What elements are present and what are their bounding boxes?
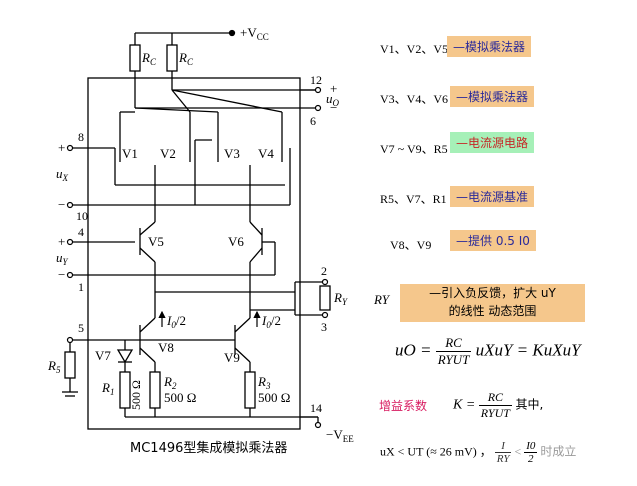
r2-label: R2 (163, 374, 177, 391)
transistor-v1: V1 (122, 146, 138, 161)
gain-denominator: RYUT (480, 406, 510, 420)
condition-numerator: I (494, 440, 512, 453)
r3-value: 500 Ω (258, 390, 290, 405)
pin-1: 1 (78, 280, 84, 294)
formula-rhs: = KuXuY (516, 340, 581, 360)
rc-resistor-right (166, 44, 178, 72)
gain-tail: 其中, (515, 397, 544, 412)
formula-denominator: RYUT (437, 352, 470, 367)
formula-mid: uXuY (475, 340, 513, 360)
transistor-v7: V7 (95, 348, 111, 363)
formula-lhs: uO = (395, 340, 432, 360)
rc-label-right: RC (178, 50, 194, 67)
pin-6: 6 (310, 114, 316, 128)
pin-4: 4 (78, 225, 84, 239)
uo-label: uO (326, 91, 340, 108)
ry-resistor (319, 285, 331, 311)
row-multiplier-a: V1、V2、V5 (380, 40, 448, 57)
note-box: —引入负反馈，扩大 uY 的线性 动态范围 (400, 284, 585, 322)
uo-minus: − (330, 100, 337, 115)
transistor-v5: V5 (148, 234, 164, 249)
r1-label: R1 (101, 380, 114, 397)
uo-plus: + (330, 81, 337, 96)
condition-lt: < (514, 444, 522, 459)
ux-label: uX (56, 166, 69, 183)
pin-8: 8 (78, 130, 84, 144)
pin-5: 5 (78, 321, 84, 335)
row-tag-current-source: —电流源电路 (450, 132, 535, 153)
row-current-supply: V8、V9 (390, 236, 431, 253)
ux-minus: − (58, 197, 65, 212)
transistor-v3: V3 (224, 146, 240, 161)
transistor-v8: V8 (158, 340, 174, 355)
pin-10: 10 (76, 209, 88, 223)
diagram-caption: MC1496型集成模拟乘法器 (130, 441, 288, 456)
transistor-v4: V4 (258, 146, 274, 161)
row-multiplier-b: V3、V4、V6 (380, 90, 448, 107)
pin-3: 3 (321, 320, 327, 334)
condition-fraction-2: I0 2 (524, 440, 538, 465)
ry-label: RY (333, 290, 348, 307)
row-tag-current-supply: —提供 0.5 I0 (450, 230, 536, 251)
pin-14: 14 (310, 401, 322, 415)
gain-fraction: RC RYUT (478, 390, 512, 421)
pin-2: 2 (321, 264, 327, 278)
row-devices: V1、V2、V5 (380, 42, 448, 56)
condition-denominator: RY (496, 453, 510, 465)
vcc-label: +VCC (240, 25, 269, 42)
chip-outline (87, 77, 301, 430)
rc-label-left: RC (141, 50, 157, 67)
pin-12: 12 (310, 73, 322, 87)
row-current-reference: R5、V7、R1 (380, 190, 447, 207)
r5-resistor (64, 351, 76, 379)
ux-plus: + (58, 140, 65, 155)
formula-fraction: RC RYUT (435, 335, 472, 368)
r5-label: R5 (47, 358, 61, 375)
row-devices: V3、V4、V6 (380, 92, 448, 106)
uy-label: uY (56, 250, 69, 267)
transistor-v2: V2 (160, 146, 176, 161)
r2-value: 500 Ω (164, 390, 196, 405)
condition-line: uX < UT (≈ 26 mV) ， I RY < I0 2 时成立 (380, 440, 576, 465)
r1-value: 500 Ω (129, 380, 143, 410)
transistor-v6: V6 (228, 234, 244, 249)
rc-resistor-left (129, 44, 141, 72)
row-devices: R5、V7、R1 (380, 192, 447, 206)
uy-plus: + (58, 234, 65, 249)
current-label-left: I0/2 (166, 313, 186, 330)
note-line-2: 的线性 动态范围 (448, 304, 537, 318)
gain-numerator: RC (478, 390, 512, 406)
gain-lhs: K = (453, 397, 476, 413)
condition-text: uX < UT (≈ 26 mV) ， (380, 444, 492, 459)
current-label-right: I0/2 (261, 313, 281, 330)
r2-resistor (149, 371, 161, 409)
row-current-source: V7 ~ V9、R5 (380, 140, 448, 157)
uy-minus: − (58, 267, 65, 282)
gain-formula: K = RC RYUT 其中, (453, 390, 543, 421)
condition-fraction: I RY (494, 440, 512, 465)
r3-label: R3 (257, 374, 271, 391)
condition-denominator-2: 2 (528, 453, 534, 465)
row-devices: V8、V9 (390, 238, 432, 252)
formula-output: uO = RC RYUT uXuY = KuXuY (395, 335, 581, 368)
note-device: RY (374, 292, 389, 307)
formula-numerator: RC (435, 335, 472, 352)
note-line-1: —引入负反馈，扩大 uY (429, 286, 556, 300)
vee-label: −VEE (326, 427, 354, 444)
row-devices: V7 ~ V9、R5 (380, 142, 448, 156)
r3-resistor (244, 371, 256, 409)
row-tag-current-reference: —电流源基准 (450, 186, 535, 207)
row-tag-multiplier-a: —模拟乘法器 (447, 36, 532, 57)
gain-label: 增益系数 (379, 399, 428, 413)
transistor-v9: V9 (224, 350, 240, 365)
circuit-diagram: +VCC RC RC 12 6 + − uO 8 + uX − 10 4 + u… (47, 25, 354, 444)
condition-numerator-2: I0 (524, 440, 538, 453)
condition-tail: 时成立 (540, 444, 577, 459)
row-tag-multiplier-b: —模拟乘法器 (450, 86, 535, 107)
